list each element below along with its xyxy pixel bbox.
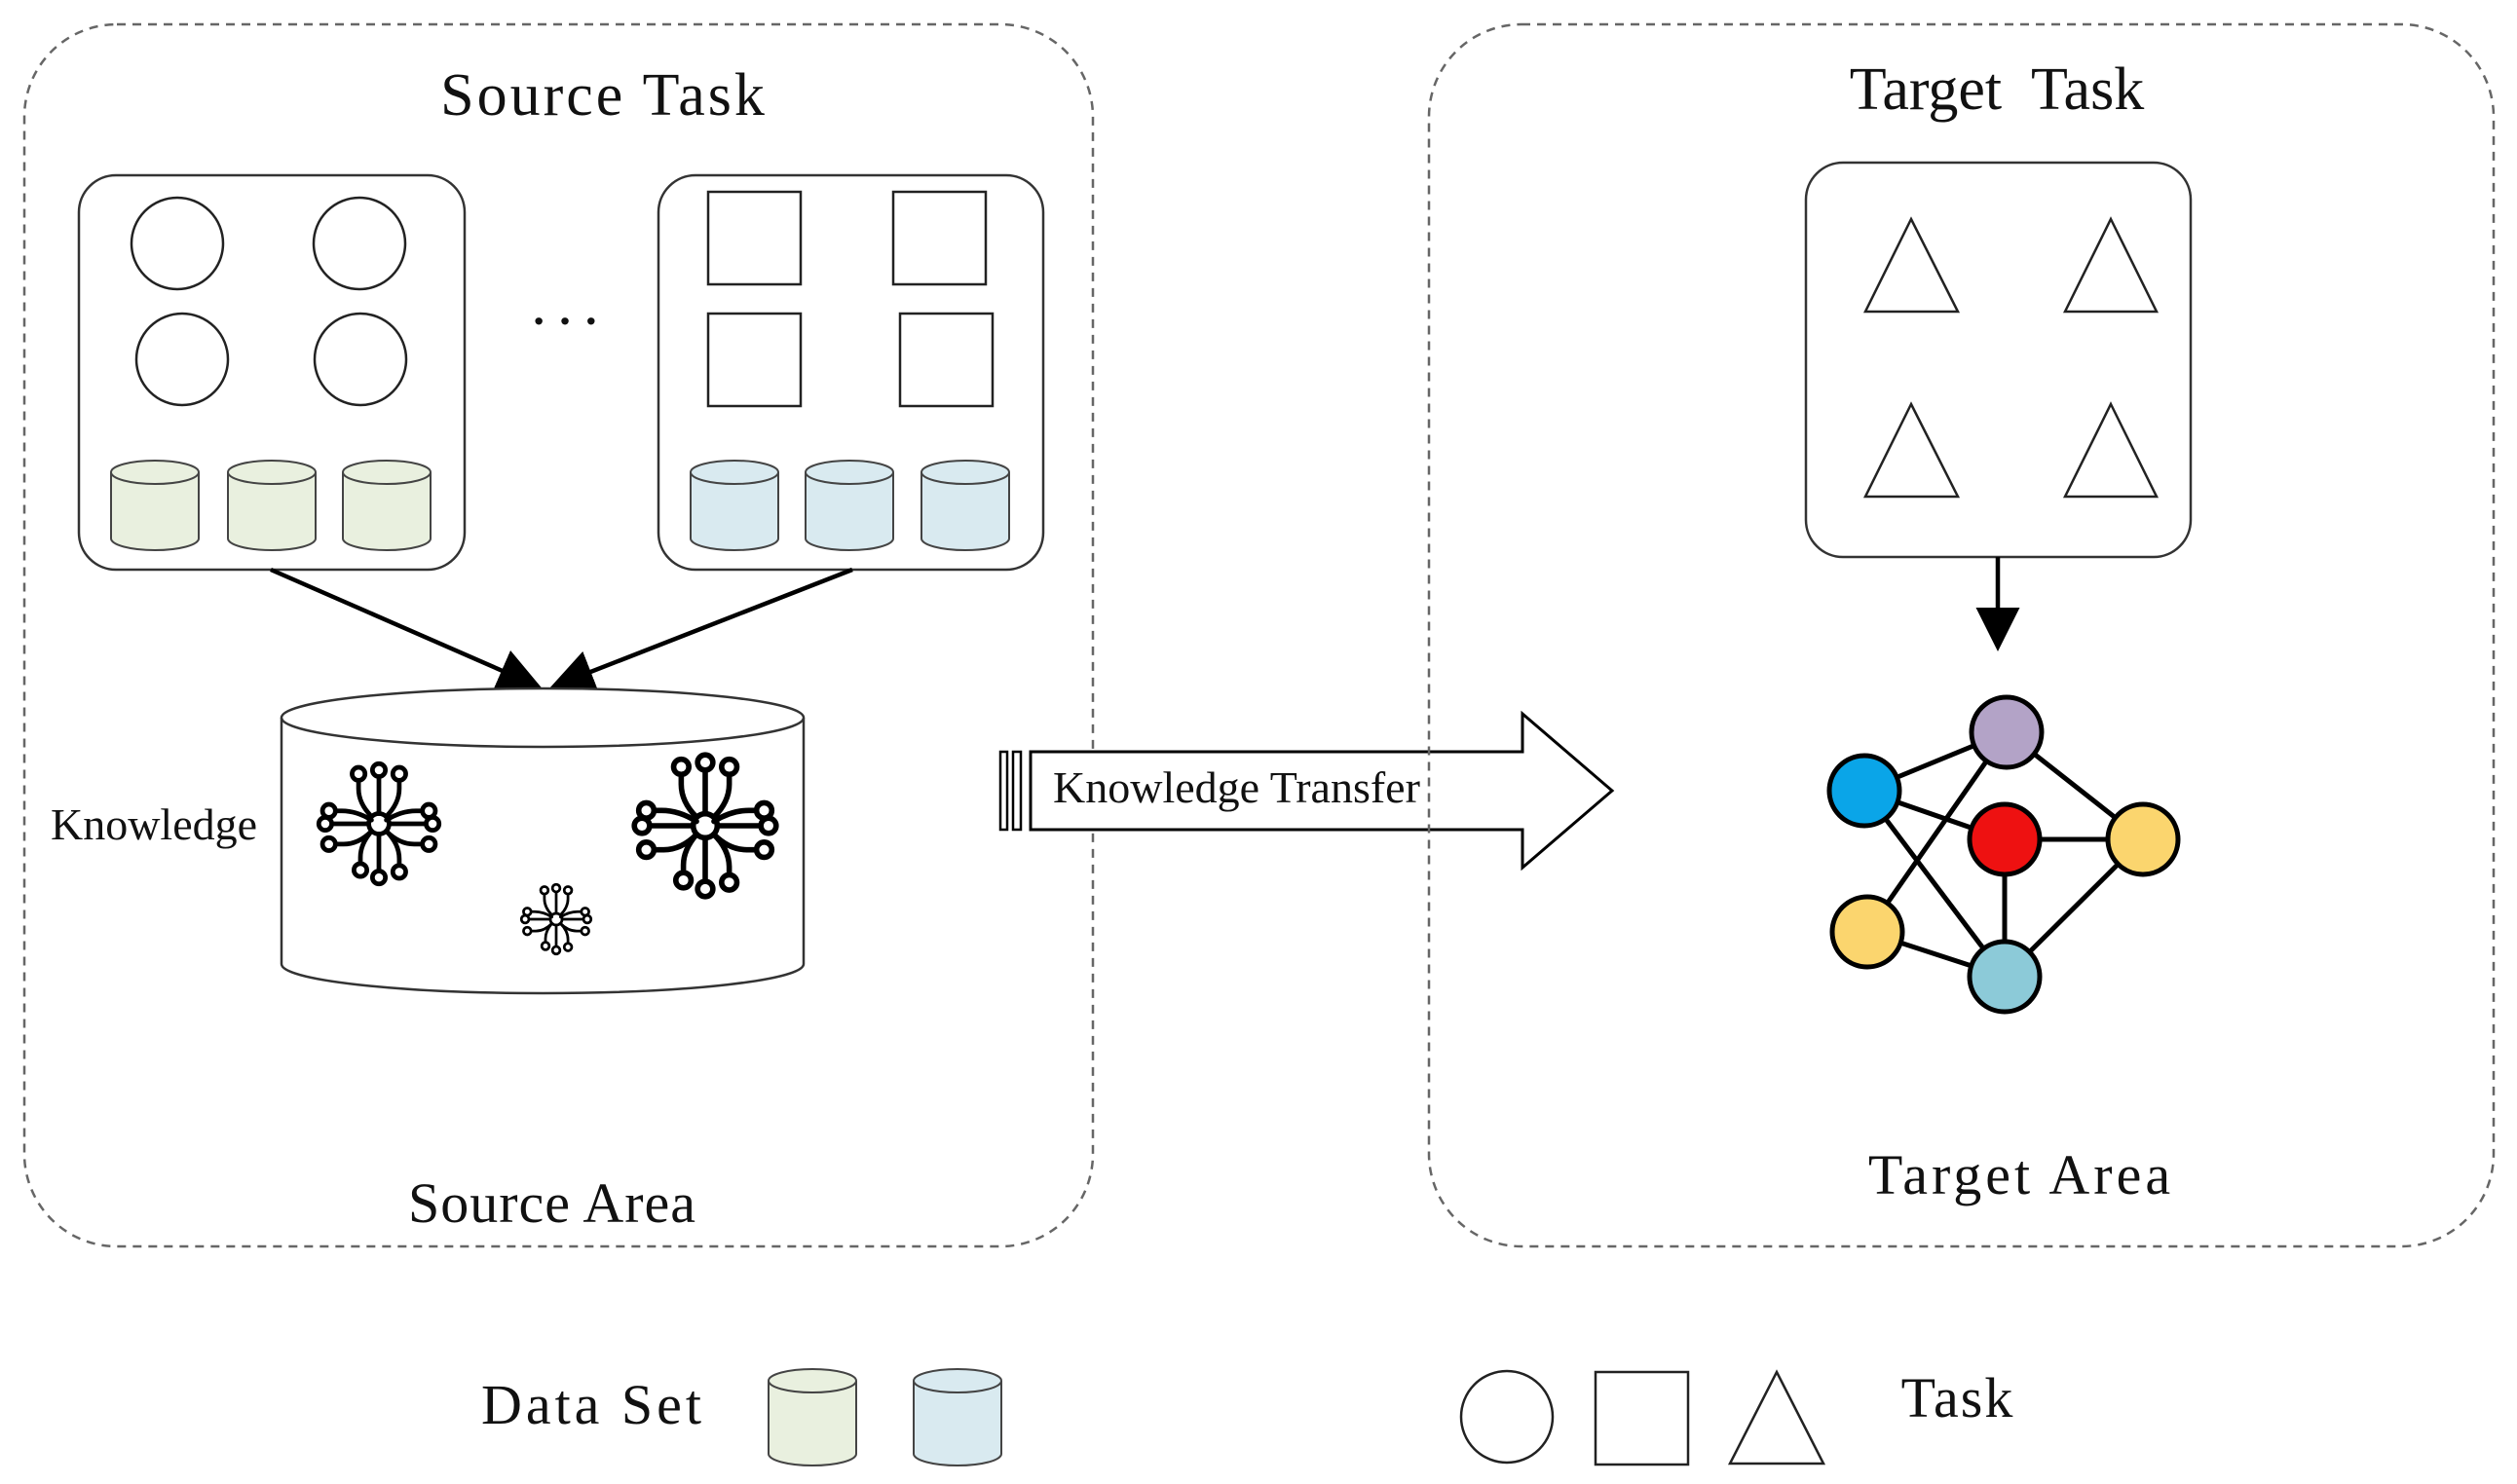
database-cylinder-icon	[110, 460, 200, 551]
circle-icon	[313, 312, 408, 407]
triangle-icon	[1862, 216, 1961, 314]
database-cylinder-icon	[227, 460, 317, 551]
circle-icon	[1459, 1369, 1555, 1465]
triangle-icon	[2062, 401, 2160, 499]
circle-task-panel	[77, 173, 467, 572]
graph-node-purple	[1969, 694, 2045, 770]
source-task-title: Source Task	[440, 62, 768, 129]
legend-task-label: Task	[1901, 1366, 2015, 1429]
target-area-border	[1427, 22, 2496, 1248]
graph-node-lightblue	[1967, 939, 2043, 1015]
target-task-title: Target Task	[1850, 56, 2144, 123]
square-icon	[898, 312, 995, 408]
circle-icon	[134, 312, 230, 407]
ellipsis: · · ·	[531, 296, 598, 346]
triangle-task-panel	[1804, 161, 2193, 559]
dataset-blue-cylinders	[690, 460, 1010, 551]
graph-node-yellow	[1829, 894, 1905, 970]
arrow-square-to-knowledge	[549, 567, 853, 692]
square-icon	[706, 312, 803, 408]
dataset-green-cylinders	[110, 460, 432, 551]
knowledge-label: Knowledge	[51, 799, 257, 849]
database-cylinder-icon	[920, 460, 1010, 551]
database-cylinder-icon	[690, 460, 779, 551]
triangle-icon	[2062, 216, 2160, 314]
source-area-label: Source Area	[408, 1171, 696, 1235]
graph-node-blue	[1826, 753, 1902, 829]
legend: Data Set Task	[481, 1366, 2015, 1466]
source-area-border	[22, 22, 1095, 1248]
knowledge-database	[280, 686, 806, 995]
database-cylinder-icon	[342, 460, 432, 551]
target-area: Target Task	[1427, 22, 2496, 1248]
knowledge-graph	[1826, 694, 2181, 1015]
source-area: Source Task	[22, 22, 1095, 1248]
database-cylinder-icon	[768, 1368, 857, 1466]
database-cylinder-icon	[805, 460, 894, 551]
knowledge-transfer-label: Knowledge Transfer	[1053, 762, 1420, 812]
legend-dataset-label: Data Set	[481, 1373, 705, 1436]
square-icon	[891, 190, 988, 286]
square-icon	[706, 190, 803, 286]
knowledge-transfer-arrow: Knowledge Transfer	[998, 710, 1615, 872]
graph-node-red	[1967, 801, 2043, 877]
circle-icon	[130, 196, 225, 291]
target-area-label: Target Area	[1868, 1143, 2174, 1206]
triangle-icon	[1862, 401, 1961, 499]
triangle-icon	[1727, 1369, 1826, 1465]
arrow-circle-to-knowledge	[270, 567, 543, 691]
square-icon	[1594, 1370, 1690, 1466]
square-task-panel	[657, 173, 1045, 572]
circle-icon	[312, 196, 407, 291]
graph-node-yellow	[2105, 801, 2181, 877]
database-cylinder-icon	[913, 1368, 1002, 1466]
